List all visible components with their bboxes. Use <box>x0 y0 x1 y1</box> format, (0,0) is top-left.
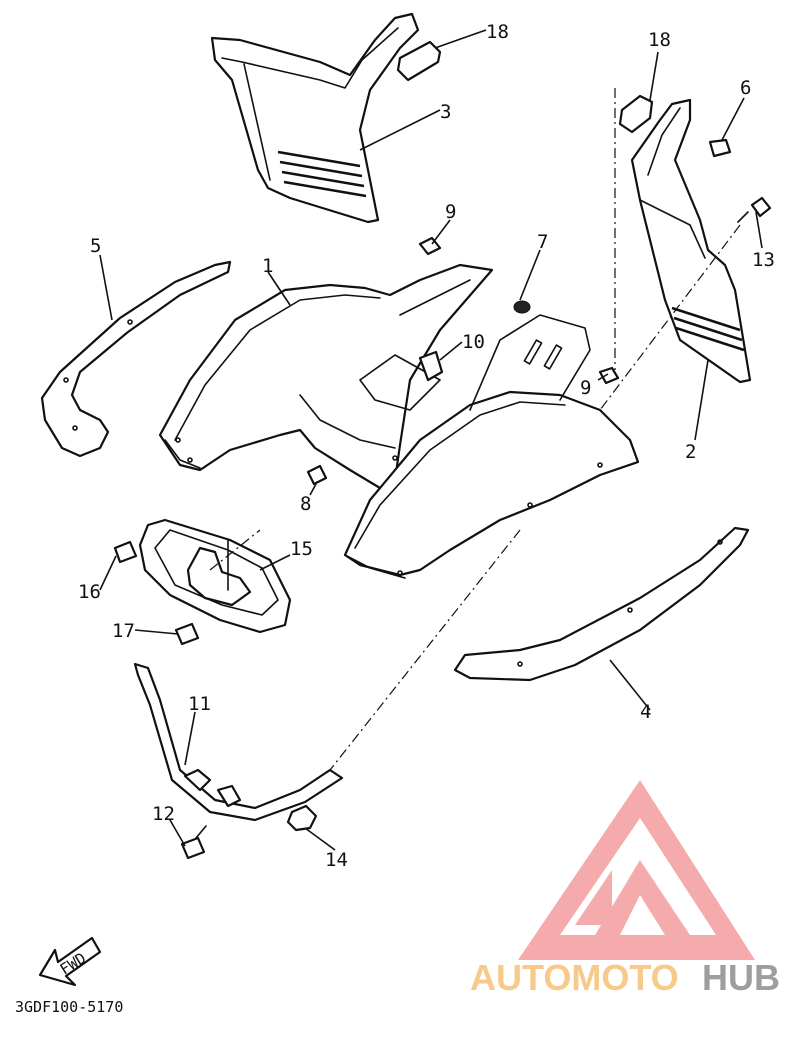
part-17-bolt <box>174 622 200 646</box>
part-11-stay <box>133 662 344 822</box>
part-7-grommet <box>513 300 531 314</box>
callout-8: 8 <box>300 493 311 515</box>
callout-15: 15 <box>290 538 313 560</box>
watermark-text: AUTOMOTO HUB <box>470 957 780 998</box>
callout-5: 5 <box>90 235 101 257</box>
part-10-clip <box>418 350 444 382</box>
part-5-left-mud-flap <box>40 260 232 458</box>
part-16-bolt <box>113 540 138 564</box>
watermark-word-hub: HUB <box>702 957 780 998</box>
callout-6: 6 <box>740 77 751 99</box>
callout-7: 7 <box>537 231 548 253</box>
callout-4: 4 <box>640 701 651 723</box>
callout-labels: 1 2 3 4 5 6 7 8 9 9 10 11 12 13 14 15 16… <box>78 21 775 871</box>
assembly-lines <box>209 88 741 771</box>
callout-14: 14 <box>325 849 348 871</box>
part-6-screw <box>708 138 732 158</box>
callout-11: 11 <box>188 693 211 715</box>
callout-13: 13 <box>752 249 775 271</box>
callout-16: 16 <box>78 581 101 603</box>
callout-1: 1 <box>262 255 273 277</box>
part-9-washer-lower <box>598 366 620 385</box>
fwd-direction-arrow: FWD <box>38 936 102 987</box>
leader-lines <box>99 29 763 851</box>
part-12-bolt <box>180 825 207 860</box>
callout-12: 12 <box>152 803 175 825</box>
part-2-right-side-panel <box>630 98 752 384</box>
watermark-word-automoto: AUTOMOTO <box>470 957 679 998</box>
callout-17: 17 <box>112 620 135 642</box>
callout-2: 2 <box>685 441 696 463</box>
part-1-right-fender-shell <box>343 314 640 579</box>
drawing-code: 3GDF100-5170 <box>15 998 123 1016</box>
callout-18-left: 18 <box>486 21 509 43</box>
part-4-right-mud-flap <box>453 526 750 682</box>
callout-3: 3 <box>440 101 451 123</box>
part-9-washer-upper <box>418 236 442 256</box>
part-18-left-pad <box>396 40 442 82</box>
part-3-left-side-panel <box>210 12 420 224</box>
callout-10: 10 <box>462 331 485 353</box>
part-14-nut <box>286 804 318 832</box>
callout-18-right: 18 <box>648 29 671 51</box>
callout-9-lower: 9 <box>580 377 591 399</box>
part-8-screw <box>306 464 328 486</box>
part-18-right-pad <box>618 94 654 134</box>
callout-9-upper: 9 <box>445 201 456 223</box>
part-13-bolt <box>737 196 772 223</box>
part-15-bracket <box>138 518 292 634</box>
part-1-front-fender <box>158 263 494 490</box>
watermark-logo <box>518 780 755 960</box>
